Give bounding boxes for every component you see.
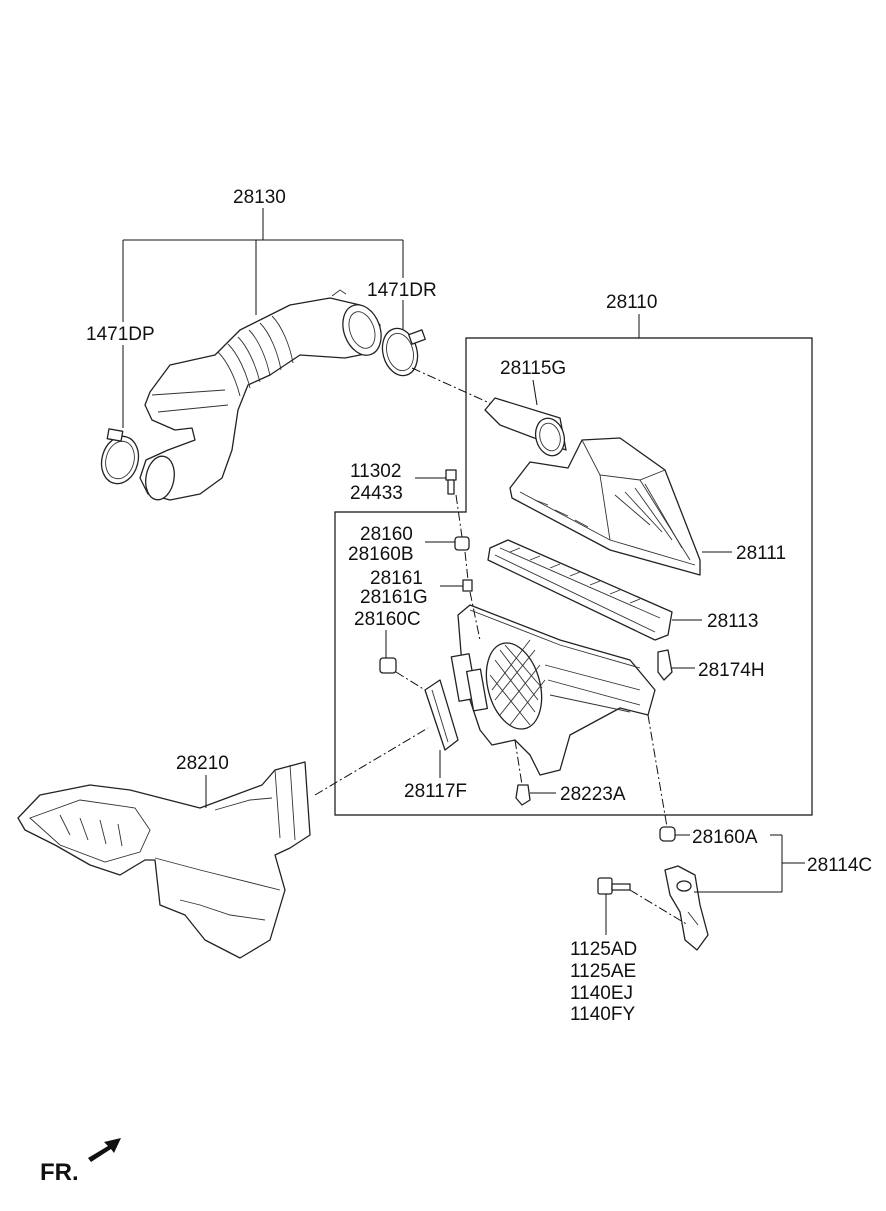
mounting-bracket-28114C	[664, 865, 709, 951]
front-direction-arrow-icon	[88, 1138, 121, 1162]
label-11302: 11302	[350, 461, 401, 482]
intake-duct-hose	[139, 289, 382, 501]
bracket-28117F	[424, 679, 459, 751]
label-1471DP: 1471DP	[86, 324, 155, 345]
label-28160B: 28160B	[348, 544, 414, 565]
label-1140FY: 1140FY	[570, 1004, 635, 1025]
label-28160C: 28160C	[354, 609, 421, 630]
label-28114C: 28114C	[807, 855, 872, 876]
label-28115G: 28115G	[500, 358, 566, 379]
label-1125AD: 1125AD	[570, 939, 637, 960]
hose-clamp-1471DR	[381, 327, 426, 377]
air-duct-28210	[17, 761, 311, 959]
label-28110: 28110	[606, 292, 657, 313]
label-1140EJ: 1140EJ	[570, 983, 633, 1004]
label-1471DR: 1471DR	[367, 280, 437, 301]
label-28174H: 28174H	[698, 660, 765, 681]
assembly-box-28110	[334, 337, 813, 816]
bracket-28130	[122, 208, 404, 428]
label-28113: 28113	[707, 611, 758, 632]
label-28161: 28161	[370, 568, 423, 589]
label-28117F: 28117F	[404, 781, 467, 802]
label-1125AE: 1125AE	[570, 961, 636, 982]
grommet-28160	[454, 536, 470, 551]
air-cleaner-lower-case	[450, 604, 656, 776]
hose-clamp-1471DP	[100, 428, 140, 485]
drain-valve-28223A	[515, 784, 531, 806]
label-28210: 28210	[176, 753, 229, 774]
label-28130: 28130	[233, 187, 286, 208]
label-28161G: 28161G	[360, 587, 428, 608]
hose-28174H	[657, 649, 673, 681]
bolt-1125AD	[597, 877, 631, 895]
label-24433: 24433	[350, 483, 403, 504]
bolt-11302	[445, 469, 457, 495]
air-intake-pipe-28115G	[484, 397, 567, 457]
label-28223A: 28223A	[560, 784, 626, 805]
label-front: FR.	[40, 1159, 79, 1186]
grommet-28160C	[379, 657, 397, 674]
air-filter-element-28113	[487, 539, 673, 641]
label-28111: 28111	[736, 543, 786, 564]
collar-28161	[462, 579, 473, 592]
label-28160: 28160	[360, 524, 413, 545]
air-cleaner-cover-28111	[509, 437, 701, 576]
grommet-28160A	[659, 826, 676, 842]
label-28160A: 28160A	[692, 827, 758, 848]
